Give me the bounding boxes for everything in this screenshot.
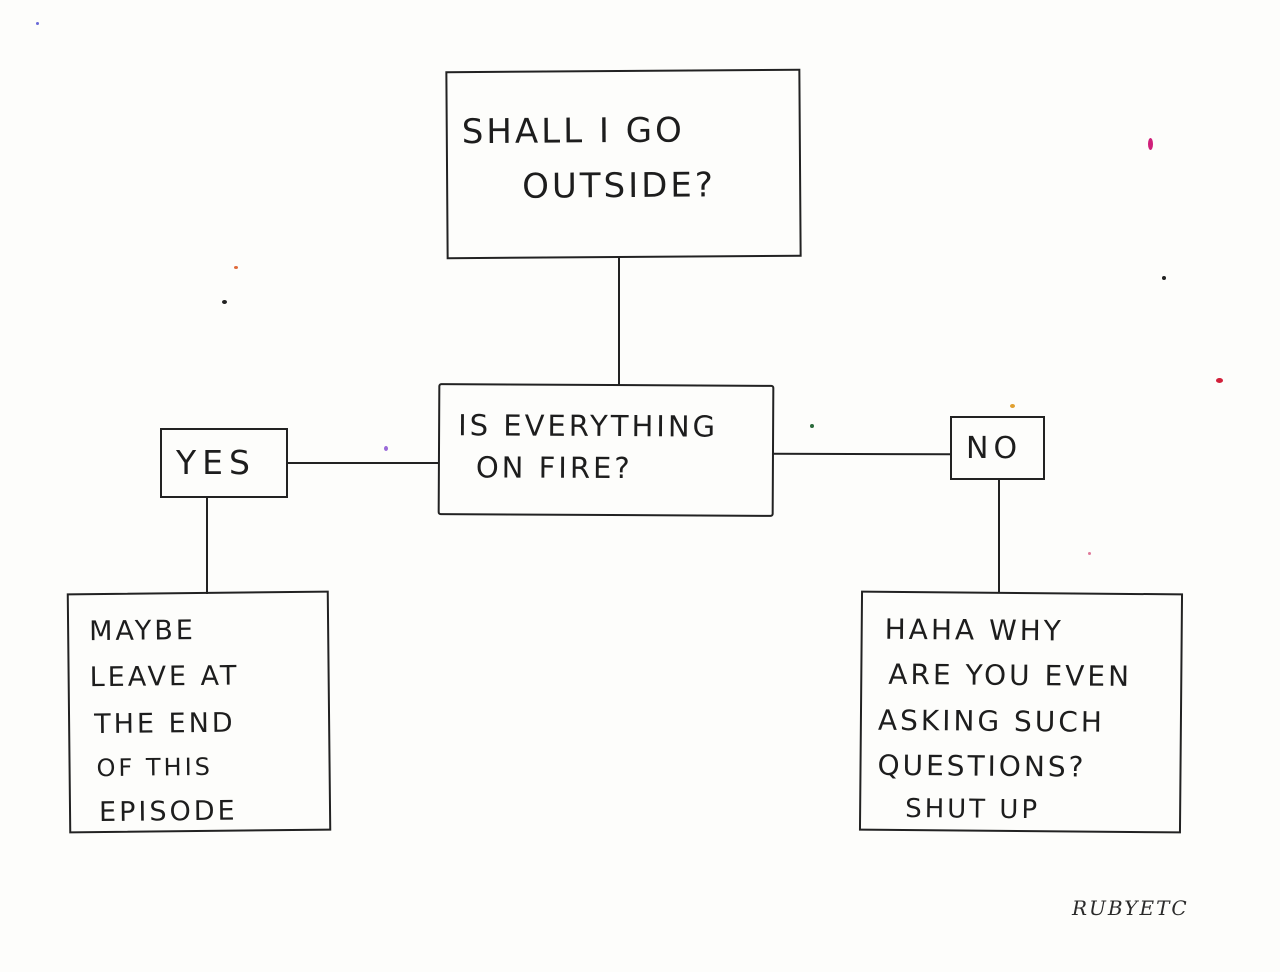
- no-branch-node: NO: [950, 416, 1045, 480]
- yes-result-line-2: LEAVE AT: [89, 661, 240, 694]
- yes-branch-node: YES: [160, 428, 288, 498]
- connector-start-to-question: [618, 256, 620, 386]
- paper-speck: [1010, 404, 1015, 408]
- connector-no-to-result: [998, 480, 1000, 592]
- paper-speck: [1088, 552, 1091, 555]
- yes-result-line-5: EPISODE: [98, 795, 238, 828]
- paper-speck: [810, 424, 814, 428]
- paper-speck: [36, 22, 39, 25]
- yes-result-line-3: THE END: [93, 707, 236, 740]
- yes-branch-label: YES: [176, 443, 256, 482]
- paper-speck: [234, 266, 238, 269]
- paper-speck: [1162, 276, 1166, 280]
- yes-result-line-4: OF THIS: [96, 753, 214, 783]
- no-result-node: HAHA WHY ARE YOU EVEN ASKING SUCH QUESTI…: [858, 590, 1184, 834]
- start-node-line-2: OUTSIDE?: [522, 164, 717, 207]
- connector-question-to-yes: [288, 462, 438, 464]
- no-result-line-1: HAHA WHY: [884, 612, 1065, 648]
- yes-result-node: MAYBE LEAVE AT THE END OF THIS EPISODE: [66, 590, 332, 834]
- artist-signature: RUBYETC: [1072, 896, 1189, 920]
- no-result-line-2: ARE YOU EVEN: [888, 658, 1133, 694]
- start-node: SHALL I GO OUTSIDE?: [445, 68, 802, 260]
- no-branch-label: NO: [966, 431, 1023, 466]
- paper-speck: [1148, 138, 1153, 150]
- decision-node: IS EVERYTHING ON FIRE?: [437, 383, 775, 517]
- start-node-line-1: SHALL I GO: [461, 110, 685, 153]
- decision-node-line-2: ON FIRE?: [475, 450, 633, 486]
- connector-yes-to-result: [206, 498, 208, 594]
- no-result-line-3: ASKING SUCH: [877, 703, 1106, 739]
- connector-question-to-no: [771, 452, 951, 456]
- no-result-line-5: SHUT UP: [905, 794, 1041, 826]
- decision-node-line-1: IS EVERYTHING: [458, 408, 719, 444]
- paper-speck: [1216, 378, 1223, 383]
- yes-result-line-1: MAYBE: [88, 615, 197, 648]
- paper-speck: [384, 446, 388, 451]
- paper-speck: [222, 300, 227, 304]
- no-result-line-4: QUESTIONS?: [877, 748, 1087, 784]
